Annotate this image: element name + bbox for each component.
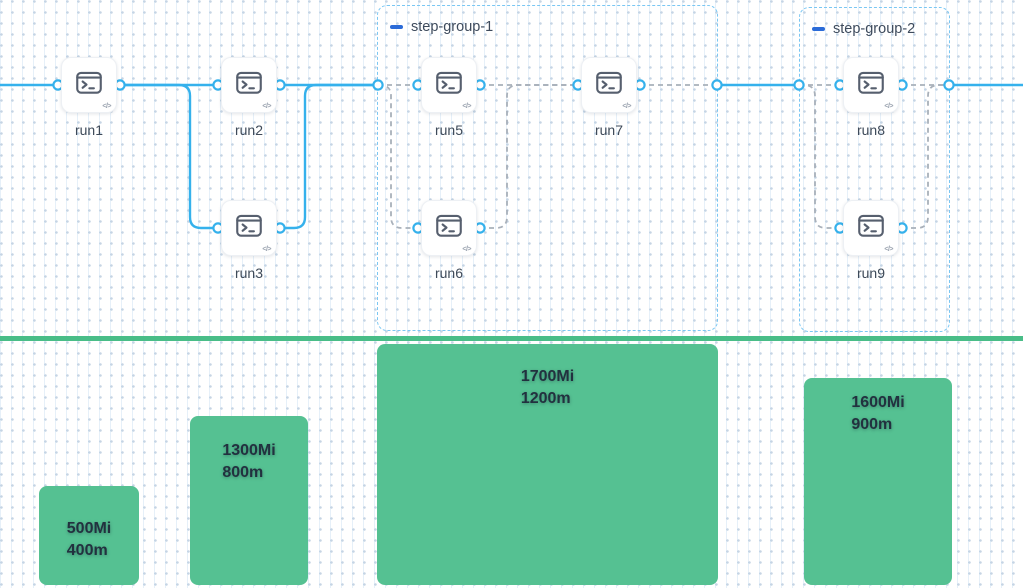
memory-value: 1700Mi (520, 368, 575, 385)
terminal-icon (76, 71, 102, 94)
node-run1[interactable]: </> (61, 57, 117, 113)
code-icon: </> (102, 103, 111, 110)
terminal-icon (436, 71, 462, 94)
cpu-value: 900m (851, 416, 893, 433)
resource-bar-label: 1700Mi 1200m (521, 366, 574, 410)
node-label: run8 (856, 122, 886, 138)
memory-value: 500Mi (66, 520, 112, 537)
collapse-icon[interactable] (812, 27, 825, 31)
resource-bar-label: 1600Mi 900m (851, 392, 904, 436)
node-label: run5 (434, 122, 464, 138)
node-label: run3 (234, 265, 264, 281)
resource-bar-3: 1700Mi 1200m (377, 344, 718, 585)
step-group-1-container[interactable]: step-group-1 (377, 5, 718, 331)
node-run2[interactable]: </> (221, 57, 277, 113)
resource-bar-4: 1600Mi 900m (804, 378, 952, 585)
resource-bar-label: 500Mi 400m (67, 518, 111, 562)
code-icon: </> (262, 103, 271, 110)
resource-divider-line (0, 336, 1023, 341)
edge-run1-run3 (118, 83, 220, 230)
memory-value: 1300Mi (222, 442, 276, 459)
node-label: run6 (434, 265, 464, 281)
memory-value: 1600Mi (851, 394, 905, 411)
node-label: run7 (594, 122, 624, 138)
cpu-value: 1200m (520, 390, 571, 407)
node-run8[interactable]: </> (843, 57, 899, 113)
code-icon: </> (884, 103, 893, 110)
resource-bar-2: 1300Mi 800m (190, 416, 308, 585)
node-run7[interactable]: </> (581, 57, 637, 113)
node-run5[interactable]: </> (421, 57, 477, 113)
resource-bar-1: 500Mi 400m (39, 486, 139, 585)
node-run3[interactable]: </> (221, 200, 277, 256)
resource-bar-label: 1300Mi 800m (222, 440, 275, 484)
step-group-2-container[interactable]: step-group-2 (799, 7, 950, 332)
group-title: step-group-2 (833, 21, 916, 37)
cpu-value: 400m (66, 542, 108, 559)
node-label: run9 (856, 265, 886, 281)
terminal-icon (236, 71, 262, 94)
cpu-value: 800m (222, 464, 264, 481)
code-icon: </> (462, 103, 471, 110)
collapse-icon[interactable] (390, 25, 403, 29)
step-group-2-header: step-group-2 (812, 21, 915, 37)
code-icon: </> (462, 246, 471, 253)
terminal-icon (858, 71, 884, 94)
edge-run3-stepgroup1 (278, 83, 380, 230)
node-run9[interactable]: </> (843, 200, 899, 256)
step-group-1-header: step-group-1 (390, 19, 493, 35)
node-run6[interactable]: </> (421, 200, 477, 256)
node-label: run2 (234, 122, 264, 138)
terminal-icon (858, 214, 884, 237)
group-title: step-group-1 (411, 19, 494, 35)
terminal-icon (596, 71, 622, 94)
terminal-icon (236, 214, 262, 237)
code-icon: </> (884, 246, 893, 253)
code-icon: </> (622, 103, 631, 110)
code-icon: </> (262, 246, 271, 253)
node-label: run1 (74, 122, 104, 138)
terminal-icon (436, 214, 462, 237)
